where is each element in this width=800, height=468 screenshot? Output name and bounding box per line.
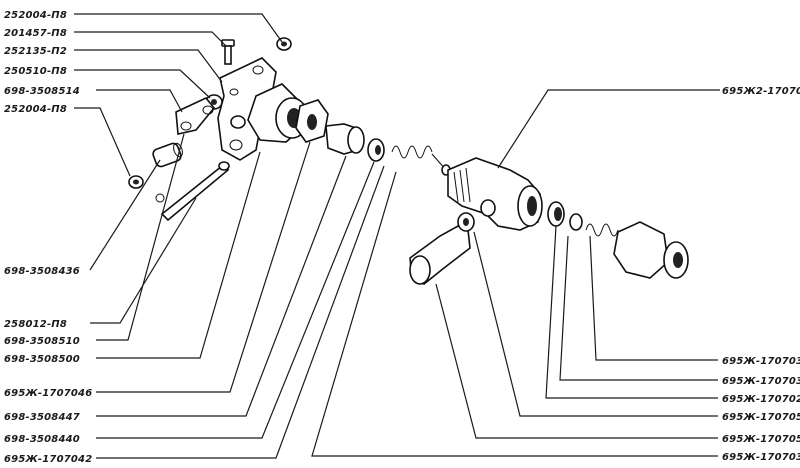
sealing-washer (547, 201, 583, 231)
nut-small (205, 94, 246, 129)
label-left-13: 698-3508440 (4, 434, 80, 445)
label-left-8: 258012-П8 (4, 319, 67, 330)
hex-nut (295, 99, 329, 143)
valve-seat (367, 138, 385, 162)
label-left-2: 201457-П8 (4, 28, 67, 39)
valve-stem (325, 123, 365, 155)
label-left-12: 698-3508447 (4, 412, 80, 423)
label-left-5: 698-3508514 (4, 86, 80, 97)
end-cap-nut (613, 221, 689, 279)
label-left-7: 698-3508436 (4, 266, 80, 277)
label-right-3: 695Ж-1707034 (722, 376, 800, 387)
leader-lines (74, 13, 720, 459)
washer-left (128, 175, 144, 189)
label-left-11: 695Ж-1707046 (4, 388, 92, 399)
link-plate (175, 97, 216, 135)
spring-right (585, 223, 619, 237)
label-left-3: 252135-П2 (4, 46, 67, 57)
tee-body (447, 157, 543, 231)
label-left-10: 698-3508500 (4, 354, 80, 365)
fitting-elbow (409, 212, 475, 285)
label-right-7: 695Ж-1707038 (722, 452, 800, 463)
mounting-bracket (217, 57, 277, 161)
label-left-4: 250510-П8 (4, 66, 67, 77)
label-left-1: 252004-П8 (4, 10, 67, 21)
label-left-6: 252004-П8 (4, 104, 67, 115)
labels-right-group: 695Ж2-1707014 695Ж-1707036 695Ж-1707034 … (722, 86, 800, 463)
label-right-1: 695Ж2-1707014 (722, 86, 800, 97)
label-right-4: 695Ж-1707025 (722, 394, 800, 405)
spring-small (391, 145, 451, 176)
bolt-small (221, 39, 235, 65)
washer-top (276, 37, 292, 51)
bushing (152, 142, 183, 168)
label-left-14: 695Ж-1707042 (4, 454, 92, 465)
labels-left-group: 252004-П8 201457-П8 252135-П2 250510-П8 … (4, 10, 92, 465)
label-right-6: 695Ж-1707058 (722, 434, 800, 445)
label-left-9: 698-3508510 (4, 336, 80, 347)
pin (155, 161, 230, 222)
label-right-2: 695Ж-1707036 (722, 356, 800, 367)
label-right-5: 695Ж-1707056 (722, 412, 800, 423)
